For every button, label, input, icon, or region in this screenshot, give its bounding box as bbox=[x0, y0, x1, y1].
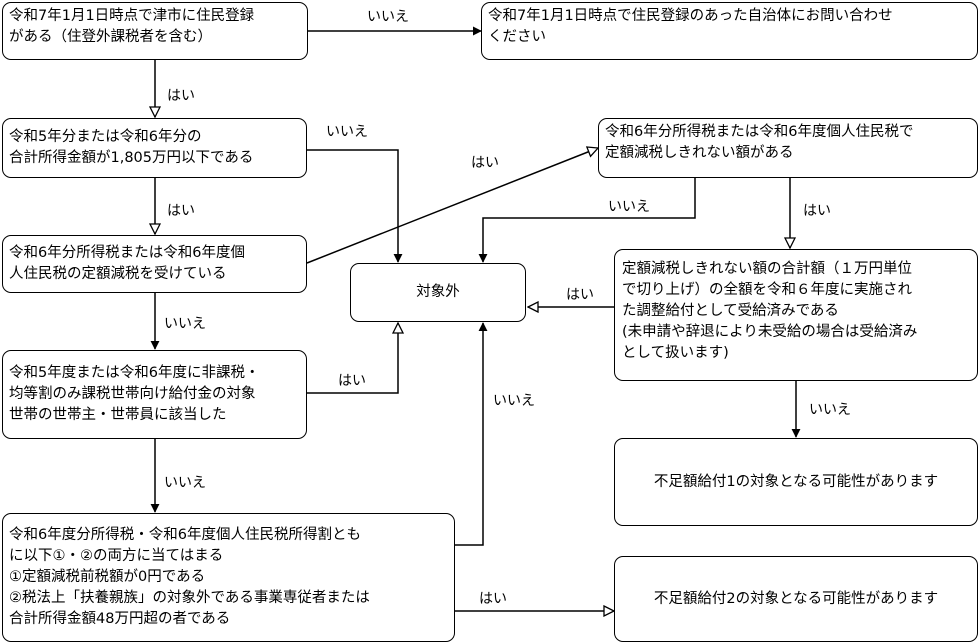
box-text: 令和5年分または令和6年分の bbox=[9, 129, 202, 145]
edge-label-no: いいえ bbox=[163, 475, 207, 491]
box-text: 令和7年1月1日時点で津市に住民登録 bbox=[9, 8, 255, 24]
box-text: 令和6年分所得税または令和6年度個人住民税で bbox=[605, 124, 914, 140]
arrow-n3-n7 bbox=[307, 149, 403, 263]
arrow-n8-n7 bbox=[478, 178, 696, 263]
box-jumin-touroku: 令和7年1月1日時点で津市に住民登録 がある（住登外課税者を含む） bbox=[2, 2, 308, 60]
box-teigaku-genzei: 令和6年分所得税または令和6年度個 人住民税の定額減税を受けている bbox=[2, 235, 307, 293]
box-goukei-shotoku: 令和5年分または令和6年分の 合計所得金額が1,805万円以下である bbox=[2, 118, 307, 178]
edge-label-yes: はい bbox=[337, 373, 367, 389]
box-text: た調整給付として受給済みである bbox=[622, 303, 839, 319]
edge-label-yes: はい bbox=[565, 287, 595, 303]
box-text: 定額減税しきれない額がある bbox=[605, 145, 794, 161]
edge-label-yes: はい bbox=[470, 155, 500, 171]
box-text: 令和6年分所得税または令和6年度個 bbox=[9, 245, 245, 261]
box-text: 定額減税しきれない額の合計額（１万円単位 bbox=[622, 261, 912, 277]
box-genzei-shikirenai: 令和6年分所得税または令和6年度個人住民税で 定額減税しきれない額がある bbox=[598, 118, 978, 178]
box-text: に以下①・②の両方に当てはまる bbox=[9, 548, 224, 564]
box-text: 均等割のみ課税世帯向け給付金の対象 bbox=[9, 386, 256, 402]
box-otoiawase: 令和7年1月1日時点で住民登録のあった自治体にお問い合わせ ください bbox=[481, 2, 978, 60]
edge-label-no: いいえ bbox=[366, 9, 410, 25]
box-text: として扱います) bbox=[622, 345, 729, 361]
box-text: 令和5年度または令和6年度に非課税・ bbox=[9, 365, 260, 381]
arrow-n5-n7 bbox=[307, 323, 398, 394]
edge-label-no: いいえ bbox=[607, 199, 651, 215]
box-fusokugaku-kyufu-1: 不足額給付1の対象となる可能性があります bbox=[614, 438, 978, 526]
box-text: (未申請や辞退により未受給の場合は受給済み bbox=[622, 324, 918, 340]
box-text: ①定額減税前税額が0円である bbox=[9, 569, 206, 585]
box-fusokugaku-kyufu-2: 不足額給付2の対象となる可能性があります bbox=[614, 556, 978, 642]
edge-label-no: いいえ bbox=[163, 316, 207, 332]
box-text: 不足額給付2の対象となる可能性があります bbox=[653, 590, 939, 607]
arrow-n4-n8 bbox=[306, 148, 598, 264]
box-text: 世帯の世帯主・世帯員に該当した bbox=[9, 407, 227, 423]
edge-label-yes: はい bbox=[478, 591, 508, 607]
edge-label-yes: はい bbox=[802, 203, 832, 219]
edge-label-yes: はい bbox=[166, 203, 196, 219]
edge-label-no: いいえ bbox=[808, 402, 852, 418]
box-text: 合計所得金額が1,805万円以下である bbox=[9, 150, 254, 166]
box-text: 令和6年度分所得税・令和6年度個人住民税所得割とも bbox=[9, 527, 361, 543]
box-chousei-kyufu: 定額減税しきれない額の合計額（１万円単位 で切り上げ）の全額を令和６年度に実施さ… bbox=[614, 249, 978, 381]
arrow-n6-n7 bbox=[455, 322, 488, 546]
edge-label-no: いいえ bbox=[492, 393, 536, 409]
box-text: 対象外 bbox=[416, 284, 460, 300]
box-text: ください bbox=[488, 29, 546, 45]
box-text: 不足額給付1の対象となる可能性があります bbox=[653, 473, 939, 490]
box-fuyou-shinzoku: 令和6年度分所得税・令和6年度個人住民税所得割とも に以下①・②の両方に当てはま… bbox=[2, 513, 455, 642]
box-text: がある（住登外課税者を含む） bbox=[9, 29, 212, 45]
box-text: で切り上げ）の全額を令和６年度に実施され bbox=[622, 282, 912, 298]
box-taishougai: 対象外 bbox=[350, 263, 526, 322]
box-text: 令和7年1月1日時点で住民登録のあった自治体にお問い合わせ bbox=[488, 8, 893, 24]
edge-label-no: いいえ bbox=[325, 124, 369, 140]
edge-label-yes: はい bbox=[166, 88, 196, 104]
box-text: 合計所得金額48万円超の者である bbox=[9, 611, 231, 627]
box-text: 人住民税の定額減税を受けている bbox=[9, 266, 227, 282]
box-hikazei-setai: 令和5年度または令和6年度に非課税・ 均等割のみ課税世帯向け給付金の対象 世帯の… bbox=[2, 350, 307, 439]
box-text: ②税法上「扶養親族」の対象外である事業専従者または bbox=[9, 590, 370, 606]
